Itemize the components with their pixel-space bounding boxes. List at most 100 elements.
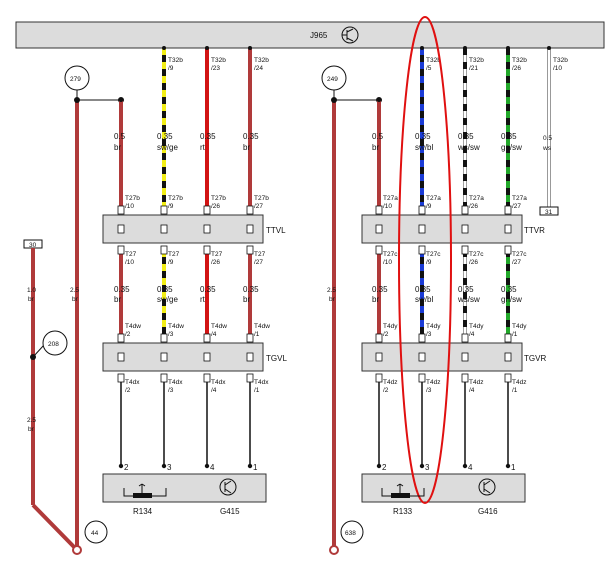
- wire-279-color: br: [72, 296, 79, 303]
- wire-r3-g-top-conn: T4dy: [469, 323, 484, 330]
- wire-l3-g-top-conn: T4dw: [211, 323, 227, 330]
- wire-r4-color2: gn/sw: [501, 295, 522, 304]
- wire-r1-top-dot: [377, 98, 381, 102]
- wire-r1-cap-b: [375, 224, 383, 234]
- wire-r1-g-top-conn: T4dy: [383, 323, 398, 330]
- wire-l2-g-top-pin: /3: [168, 331, 174, 338]
- wire-l4-size2: 0.35: [243, 285, 259, 294]
- temp-sensor-icon-left: [123, 483, 167, 498]
- wire-r2-cap-f: [418, 373, 426, 383]
- wire-r1-size2: 0.35: [372, 285, 388, 294]
- wire-r4-end-pin: 1: [511, 463, 516, 472]
- end-node-right: [329, 545, 339, 555]
- end-node-left: [72, 545, 82, 555]
- connector-tgvl-label: TGVL: [266, 354, 287, 363]
- wire-r2-top-conn: T32b: [426, 57, 441, 64]
- wire-208-size: 2.5: [27, 417, 36, 424]
- wire-r3-end-pin: 4: [468, 463, 473, 472]
- wire-r2-mid-top-pin: /9: [426, 203, 432, 210]
- wire-r4-cap-b: [504, 224, 512, 234]
- wire-l3-mid-top-conn: T27b: [211, 195, 226, 202]
- wire-r4-top-dot: [506, 46, 510, 50]
- connector-tgvl[interactable]: [102, 342, 264, 372]
- ref-44-label: 44: [91, 530, 99, 537]
- wire-l3-cap-b: [203, 224, 211, 234]
- wire-r2-mid-bot-pin: /9: [426, 259, 432, 266]
- wire-l4-top-pin: /24: [254, 65, 263, 72]
- wire-l1-mid-top-conn: T27b: [125, 195, 140, 202]
- wire-ws-color: ws: [542, 145, 552, 152]
- wire-l4-color2: br: [243, 295, 250, 304]
- wire-r1-color2: br: [372, 295, 379, 304]
- wire-l4-g-top-pin: /1: [254, 331, 260, 338]
- wire-r2-color1: sw/bl: [415, 143, 433, 152]
- wire-l1-g-top-conn: T4dw: [125, 323, 141, 330]
- wire-l2-top-pin: /9: [168, 65, 174, 72]
- wire-208-color: br: [28, 426, 35, 433]
- wire-r4-g-bot-pin: /1: [512, 387, 518, 394]
- wire-r1-mid-top-conn: T27a: [383, 195, 398, 202]
- highlight-ellipse: [398, 16, 452, 504]
- wire-r4-cap-c: [504, 245, 512, 255]
- control-unit-title: J965: [310, 31, 328, 40]
- wire-r4-cap-f: [504, 373, 512, 383]
- wire-r3-top-dot: [463, 46, 467, 50]
- wire-r2-cap-a: [418, 205, 426, 215]
- ref-circle-279: [64, 65, 90, 91]
- component-r133-g416[interactable]: [361, 473, 526, 503]
- wire-l4-mid-bot-pin: /27: [254, 259, 263, 266]
- wire-r3-end-dot: [462, 463, 468, 469]
- wire-r1-color1: br: [372, 143, 379, 152]
- wire-l4-size1: 0.35: [243, 132, 259, 141]
- wire-l3-top-pin: /23: [211, 65, 220, 72]
- wire-l1-size1: 0.5: [114, 132, 126, 141]
- wire-r3-cap-d: [461, 333, 469, 343]
- wire-r3-top-pin: /21: [469, 65, 478, 72]
- connector-ttvl[interactable]: [102, 214, 264, 244]
- wire-r3-g-bot-conn: T4dz: [469, 379, 483, 386]
- transistor-icon: [341, 26, 359, 44]
- wire-r3-g-bot-pin: /4: [469, 387, 475, 394]
- wire-r1-g-top-pin: /2: [383, 331, 389, 338]
- wire-r4-mid-top-pin: /27: [512, 203, 521, 210]
- wire-l2-color2: sw/ge: [157, 295, 178, 304]
- wire-l2-mid-top-conn: T27b: [168, 195, 183, 202]
- wire-l2-end-pin: 3: [167, 463, 172, 472]
- wire-l3-cap-c: [203, 245, 211, 255]
- wire-l4-mid-bot-conn: T27: [254, 251, 266, 258]
- component-r134-g415[interactable]: [102, 473, 267, 503]
- wire-r4-top-pin: /26: [512, 65, 521, 72]
- wire-r3-cap-a: [461, 205, 469, 215]
- wire-l4-color1: br: [243, 143, 250, 152]
- wire-r4-g-top-pin: /1: [512, 331, 518, 338]
- wire-r1-g-bot-conn: T4dz: [383, 379, 397, 386]
- ref-circle-44: [84, 520, 108, 544]
- terminal-30-label: 30: [29, 242, 37, 249]
- wire-r2-end-pin: 3: [425, 463, 430, 472]
- control-unit-j965[interactable]: [15, 21, 605, 49]
- wire-r3-mid-bot-pin: /26: [469, 259, 478, 266]
- connector-tgvr[interactable]: [361, 342, 523, 372]
- wire-l3-end-dot: [204, 463, 210, 469]
- wire-r4-g-bot-conn: T4dz: [512, 379, 526, 386]
- wire-l2-size2: 0.35: [157, 285, 173, 294]
- wire-r2-mid-top-conn: T27a: [426, 195, 441, 202]
- wire-30-color: br: [28, 296, 35, 303]
- connector-ttvr[interactable]: [361, 214, 523, 244]
- wire-r1-mid-bot-pin: /10: [383, 259, 392, 266]
- wire-l3-color1: rt: [200, 143, 206, 152]
- wire-r2-top-pin: /5: [426, 65, 432, 72]
- wire-r3-cap-c: [461, 245, 469, 255]
- component-g415-label: G415: [220, 507, 240, 516]
- wire-r1-size1: 0.5: [372, 132, 384, 141]
- wire-r3-mid-top-pin: /26: [469, 203, 478, 210]
- transistor-icon-g415: [219, 478, 237, 496]
- wire-l4-end-pin: 1: [253, 463, 258, 472]
- wire-r3-size2: 0.35: [458, 285, 474, 294]
- wire-l1-mid-top-pin: /10: [125, 203, 134, 210]
- wire-l3-cap-a: [203, 205, 211, 215]
- wire-l3-cap-d: [203, 333, 211, 343]
- wire-l2-mid-top-pin: /9: [168, 203, 174, 210]
- wire-l2-end-dot: [161, 463, 167, 469]
- wire-30-size: 1.0: [27, 287, 36, 294]
